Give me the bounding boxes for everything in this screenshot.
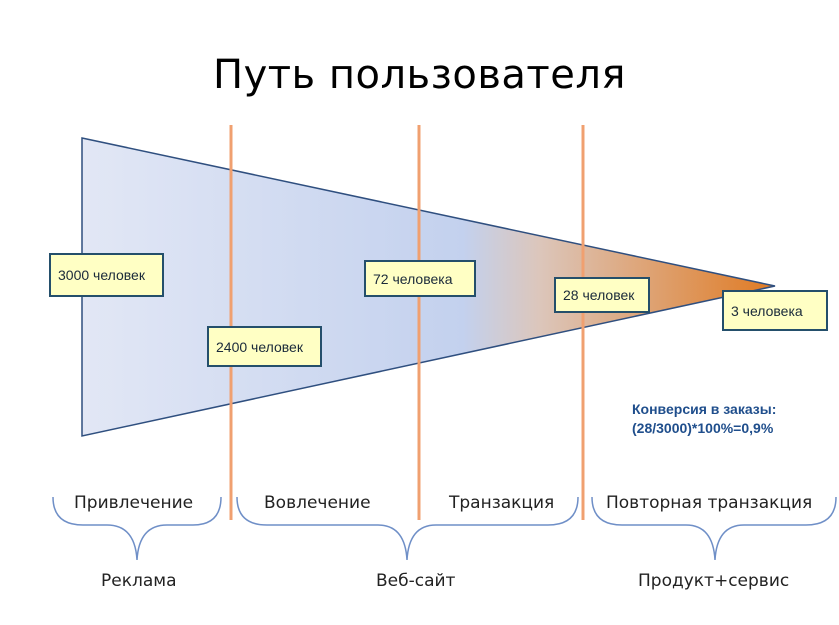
count-box-attraction: 3000 человек bbox=[49, 253, 164, 297]
group-label-advertising: Реклама bbox=[101, 571, 177, 591]
stage-label-attraction: Привлечение bbox=[74, 493, 194, 513]
count-box-repeat: 3 человека bbox=[722, 290, 828, 331]
brace-product-service bbox=[591, 496, 837, 561]
group-label-product-service: Продукт+сервис bbox=[638, 571, 790, 591]
stage-label-engagement: Вовлечение bbox=[264, 493, 371, 513]
page-title: Путь пользователя bbox=[213, 52, 626, 98]
conversion-title: Конверсия в заказы: bbox=[632, 401, 777, 417]
brace-website bbox=[236, 496, 579, 561]
group-label-website: Веб-сайт bbox=[376, 571, 456, 591]
brace-advertising bbox=[52, 496, 222, 561]
conversion-note: Конверсия в заказы: (28/3000)*100%=0,9% bbox=[632, 400, 776, 438]
count-box-transaction: 72 человека bbox=[364, 260, 476, 297]
conversion-formula: (28/3000)*100%=0,9% bbox=[632, 420, 774, 436]
stage-label-transaction: Транзакция bbox=[449, 493, 555, 513]
stage-label-repeat-transaction: Повторная транзакция bbox=[606, 493, 813, 513]
count-box-after-transaction: 28 человек bbox=[554, 277, 650, 313]
count-box-engagement: 2400 человек bbox=[207, 326, 322, 367]
